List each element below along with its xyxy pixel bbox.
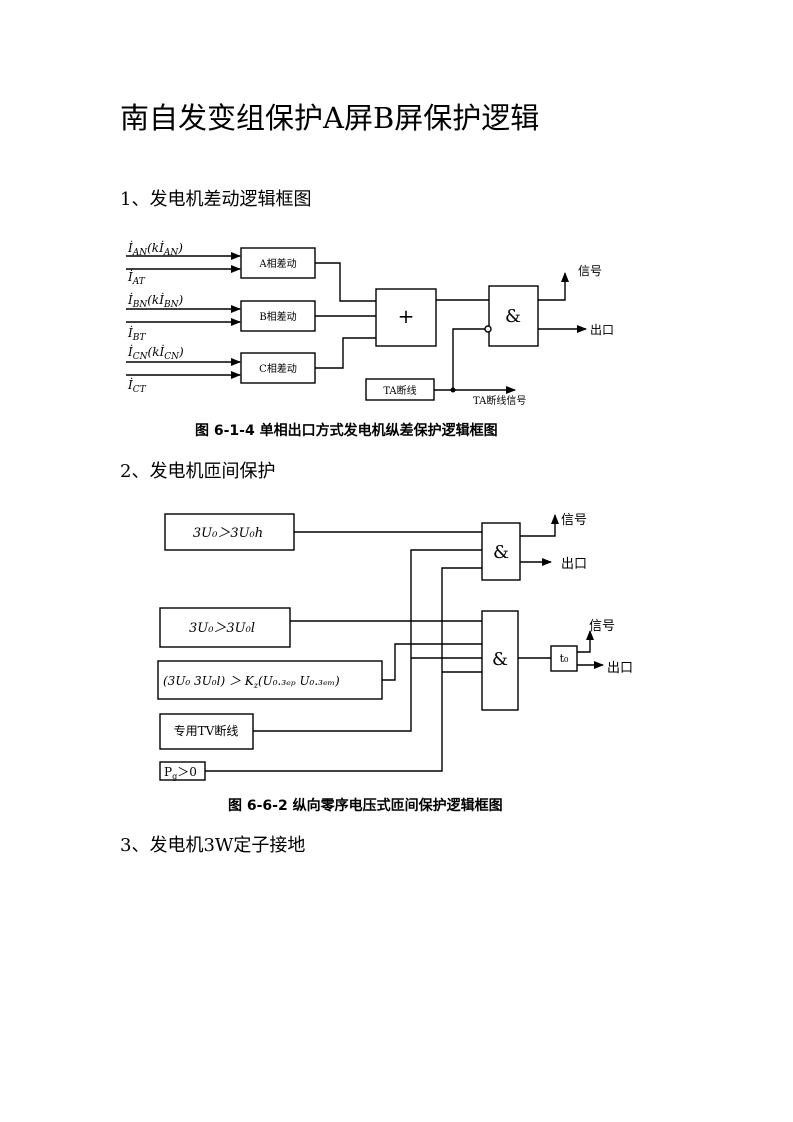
fig1-and-label: & bbox=[505, 306, 521, 327]
fig2-and1-gate bbox=[481, 522, 521, 581]
fig2-caption: 图 6-6-2 纵向零序电压式匝间保护逻辑框图 bbox=[228, 798, 503, 814]
fig1-c-diff-label: C相差动 bbox=[259, 362, 297, 375]
fig1-input-ian: İAN(kİAN) bbox=[127, 240, 183, 258]
fig1-trip-label: 出口 bbox=[590, 323, 614, 337]
section-1-heading: 1、发电机差动逻辑框图 bbox=[120, 189, 312, 210]
fig2-pg-label: Pg＞0 bbox=[164, 765, 197, 781]
fig1-signal-label: 信号 bbox=[578, 264, 602, 278]
fig1-a-diff-label: A相差动 bbox=[258, 257, 296, 270]
fig2-cond2-label: 3U₀＞3U₀l bbox=[189, 621, 255, 636]
fig2-trip1-label: 出口 bbox=[561, 557, 587, 572]
fig1-b-diff-label: B相差动 bbox=[259, 310, 296, 323]
fig2-and1-label: & bbox=[493, 542, 509, 563]
fig1-input-ibn: İBN(kİBN) bbox=[127, 292, 183, 310]
fig1-diagram: İAN(kİAN) İAT İBN(kİBN) İBT İCN(kİCN) İC… bbox=[126, 240, 614, 407]
fig1-or-label: + bbox=[398, 304, 415, 328]
fig2-signal1-label: 信号 bbox=[561, 513, 587, 528]
fig2-cond3-label: (3U₀ 3U₀l) ＞ Kz(U₀.₃ₑₚ U₀.₃ₑₘ) bbox=[163, 674, 340, 690]
fig1-ta-break-label: TA断线 bbox=[383, 384, 416, 397]
fig1-invert-bubble bbox=[484, 325, 492, 333]
fig1-input-ict: İCT bbox=[127, 377, 147, 395]
fig1-and-gate bbox=[488, 285, 539, 347]
page-title: 南自发变组保护A屏B屏保护逻辑 bbox=[120, 101, 540, 135]
fig2-signal2-label: 信号 bbox=[589, 619, 615, 634]
fig1-input-icn: İCN(kİCN) bbox=[127, 344, 184, 362]
fig2-trip2-label: 出口 bbox=[607, 661, 633, 676]
fig2-and2-label: & bbox=[492, 649, 508, 670]
fig2-diagram: 3U₀＞3U₀h 3U₀＞3U₀l (3U₀ 3U₀l) ＞ Kz(U₀.₃ₑₚ… bbox=[157, 513, 633, 781]
fig2-tv-break-label: 专用TV断线 bbox=[174, 723, 239, 738]
fig2-and2-gate bbox=[481, 610, 519, 711]
fig2-timer-label: t₀ bbox=[560, 652, 569, 665]
section-3-heading: 3、发电机3W定子接地 bbox=[120, 835, 306, 856]
fig1-input-ibt: İBT bbox=[127, 325, 146, 343]
fig2-cond2-box bbox=[159, 607, 291, 648]
fig1-ta-signal-label: TA断线信号 bbox=[473, 394, 526, 407]
section-2-heading: 2、发电机匝间保护 bbox=[120, 461, 276, 482]
fig1-or-gate bbox=[375, 288, 437, 347]
fig1-input-iat: İAT bbox=[127, 269, 146, 287]
fig1-caption: 图 6-1-4 单相出口方式发电机纵差保护逻辑框图 bbox=[195, 423, 498, 439]
fig2-cond1-label: 3U₀＞3U₀h bbox=[193, 526, 263, 541]
